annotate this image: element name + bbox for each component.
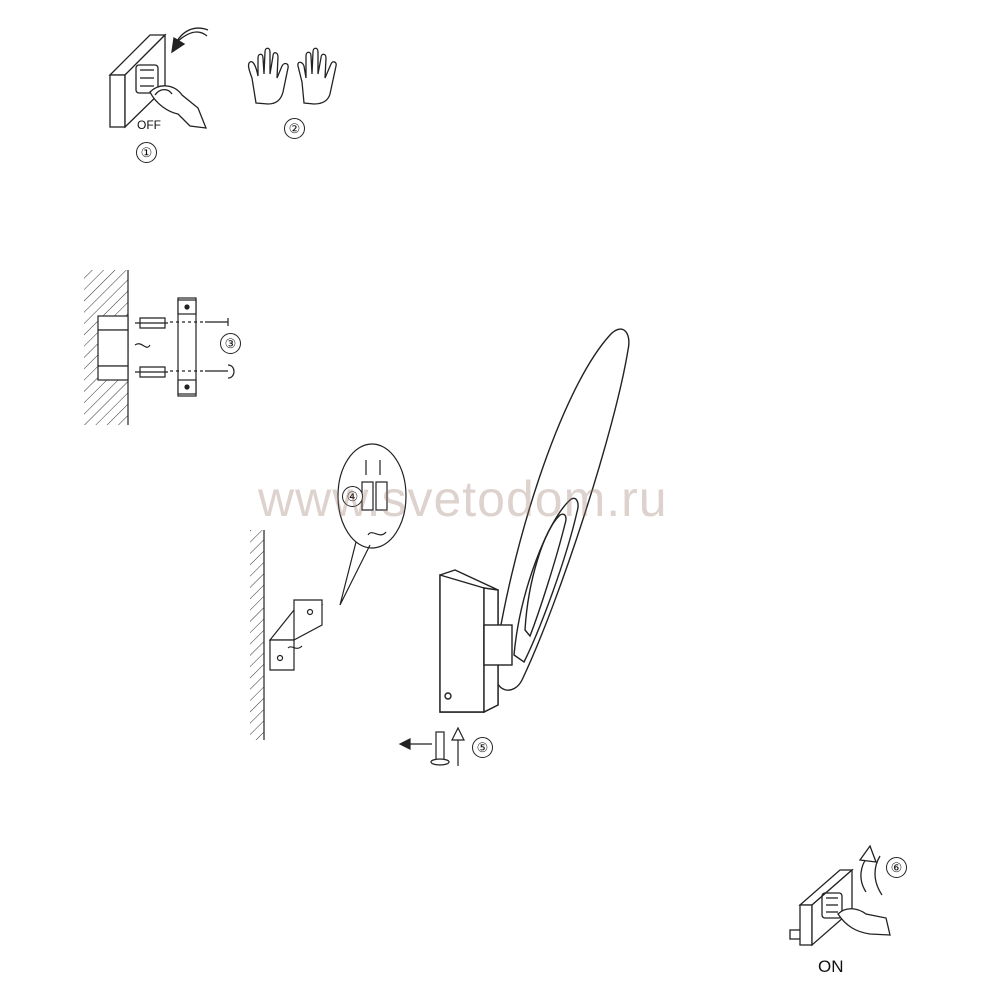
lamp-illustration [439,328,630,714]
step-1-badge: ① [136,142,157,163]
switch-off-illustration [108,31,208,129]
step-3-badge: ③ [220,333,241,354]
switch-off-arrow-icon [174,27,209,46]
screw-illustration [398,726,465,766]
off-label: OFF [137,118,161,132]
switch-on-illustration [789,844,891,947]
wall-mount-illustration [250,530,324,740]
step-2-badge: ② [284,118,305,139]
step-4-badge: ④ [342,486,363,507]
wall-bracket-illustration [84,270,235,425]
wiring-detail-illustration [337,443,407,606]
gloves-illustration [247,47,337,105]
watermark-text: www.svetodom.ru [258,471,668,527]
step-6-badge: ⑥ [886,857,907,878]
step-5-badge: ⑤ [472,737,493,758]
on-label: ON [818,957,844,976]
